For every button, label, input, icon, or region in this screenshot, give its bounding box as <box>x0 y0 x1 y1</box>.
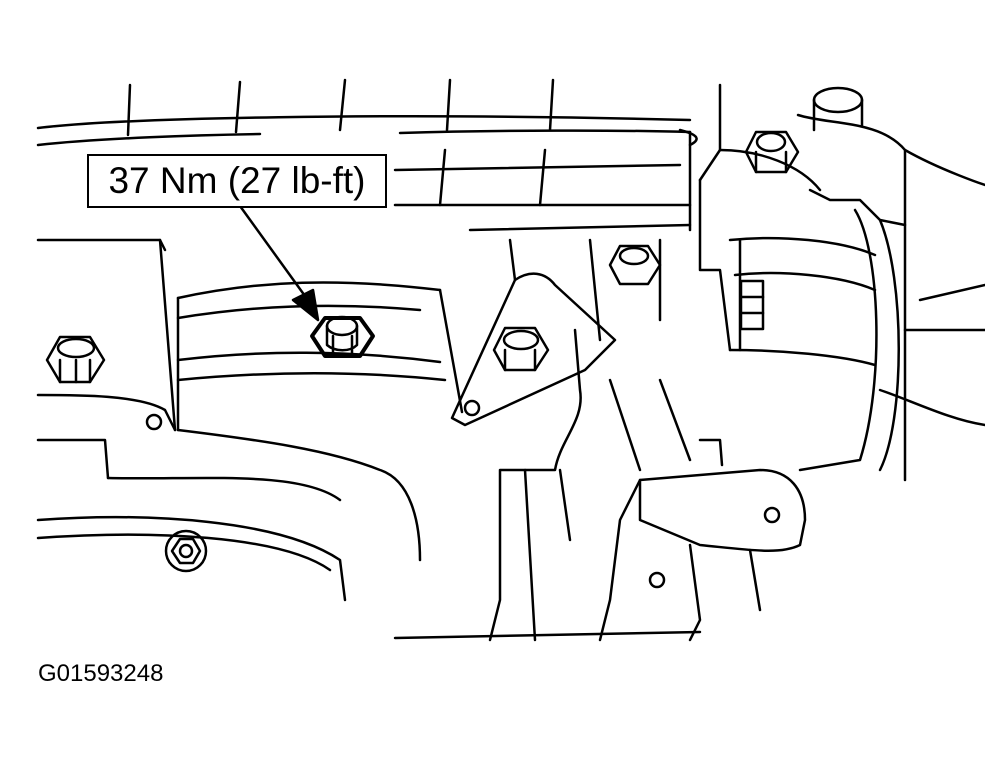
rear-bracket-bolt <box>588 238 662 342</box>
triangular-bracket <box>450 272 617 427</box>
upper-right-bolt <box>744 130 800 174</box>
crankcase-band <box>176 281 464 432</box>
starter-motor <box>698 83 985 482</box>
torque-spec-label: 37 Nm (27 lb-ft) <box>108 160 366 201</box>
torque-bolt-highlighted <box>310 315 375 358</box>
upper-housing <box>36 78 698 432</box>
lower-right-mount <box>598 438 807 642</box>
callout-leader-arrow <box>238 204 320 322</box>
torque-callout: 37 Nm (27 lb-ft) <box>87 154 387 208</box>
figure-id-label: G01593248 <box>38 660 164 687</box>
central-casting <box>468 223 692 642</box>
bottom-boundary <box>393 630 702 640</box>
left-flange <box>36 393 422 602</box>
lower-left-bolt <box>164 529 208 573</box>
left-hex-bolt <box>45 335 106 384</box>
